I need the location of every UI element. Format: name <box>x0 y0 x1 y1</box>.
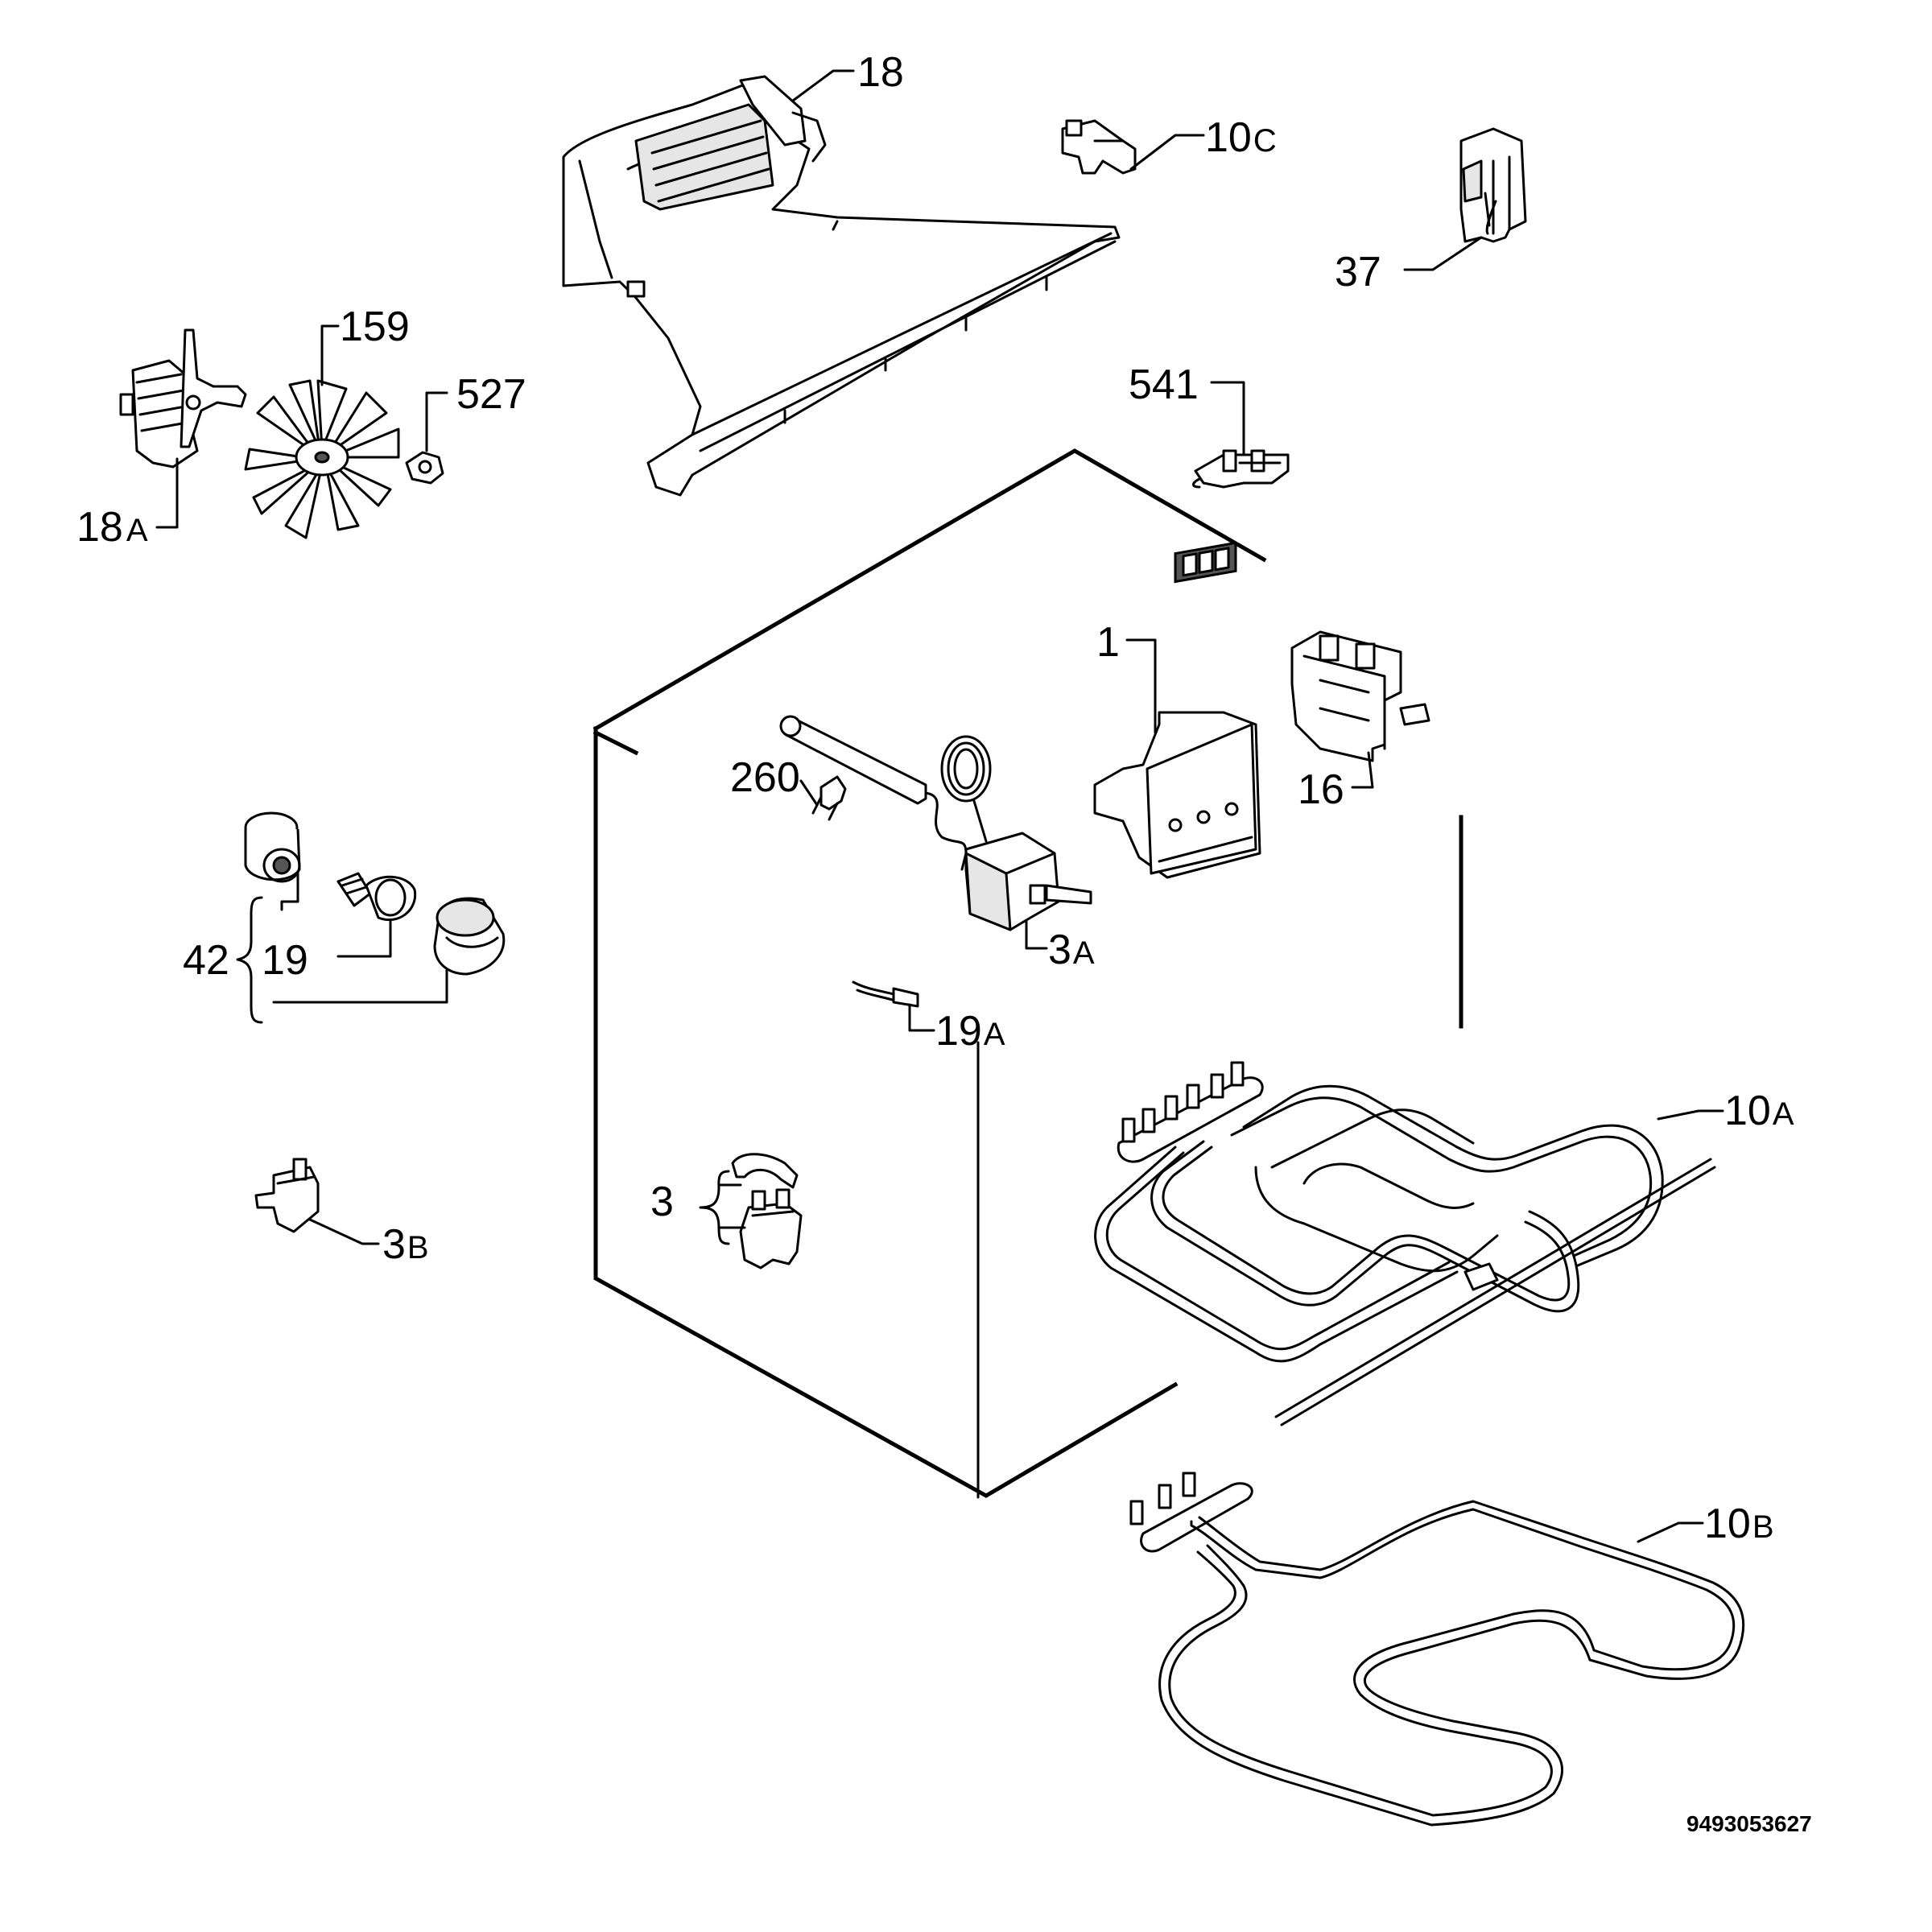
label-3a: 3A <box>1048 927 1095 973</box>
part-3b-thermostat-small <box>254 1158 320 1233</box>
label-37: 37 <box>1335 249 1381 295</box>
label-159: 159 <box>340 303 410 350</box>
part-42-lamp-assembly <box>244 811 506 976</box>
label-18: 18 <box>857 49 904 96</box>
part-10c-bracket <box>1061 119 1137 175</box>
oven-cavity-outline <box>592 448 1463 1498</box>
label-19a: 19A <box>935 1008 1005 1055</box>
label-541: 541 <box>1129 361 1199 408</box>
part-19a-lamp-wire <box>852 980 919 1008</box>
label-10c: 10C <box>1205 114 1277 161</box>
label-19: 19 <box>262 937 308 984</box>
part-10a-grill-element <box>1094 1061 1716 1426</box>
label-10b: 10B <box>1704 1501 1774 1547</box>
part-159-fan-blade <box>244 379 400 539</box>
leader-lines <box>155 69 1724 1543</box>
label-3: 3 <box>650 1179 674 1225</box>
part-3-thermal-cutout <box>731 1153 803 1269</box>
part-18a-fan-motor <box>119 328 247 469</box>
part-16-selector-switch <box>1290 630 1430 762</box>
part-541-terminal-block <box>1192 449 1290 489</box>
part-527-nut <box>405 451 444 485</box>
drawing-code: 9493053627 <box>1686 1811 1812 1836</box>
label-10a: 10A <box>1724 1088 1794 1134</box>
label-3b: 3B <box>382 1221 429 1268</box>
part-260-clip <box>811 775 847 821</box>
part-3a-thermostat <box>779 715 1092 931</box>
label-527: 527 <box>456 371 526 418</box>
label-42: 42 <box>183 937 229 984</box>
part-18-fan-duct <box>562 75 1121 497</box>
label-1: 1 <box>1096 619 1120 666</box>
label-260: 260 <box>730 754 800 801</box>
part-37-switch <box>1459 127 1527 243</box>
part-10b-bottom-element <box>1129 1472 1745 1827</box>
label-16: 16 <box>1298 766 1344 813</box>
part-1-timer-module <box>1093 541 1261 879</box>
